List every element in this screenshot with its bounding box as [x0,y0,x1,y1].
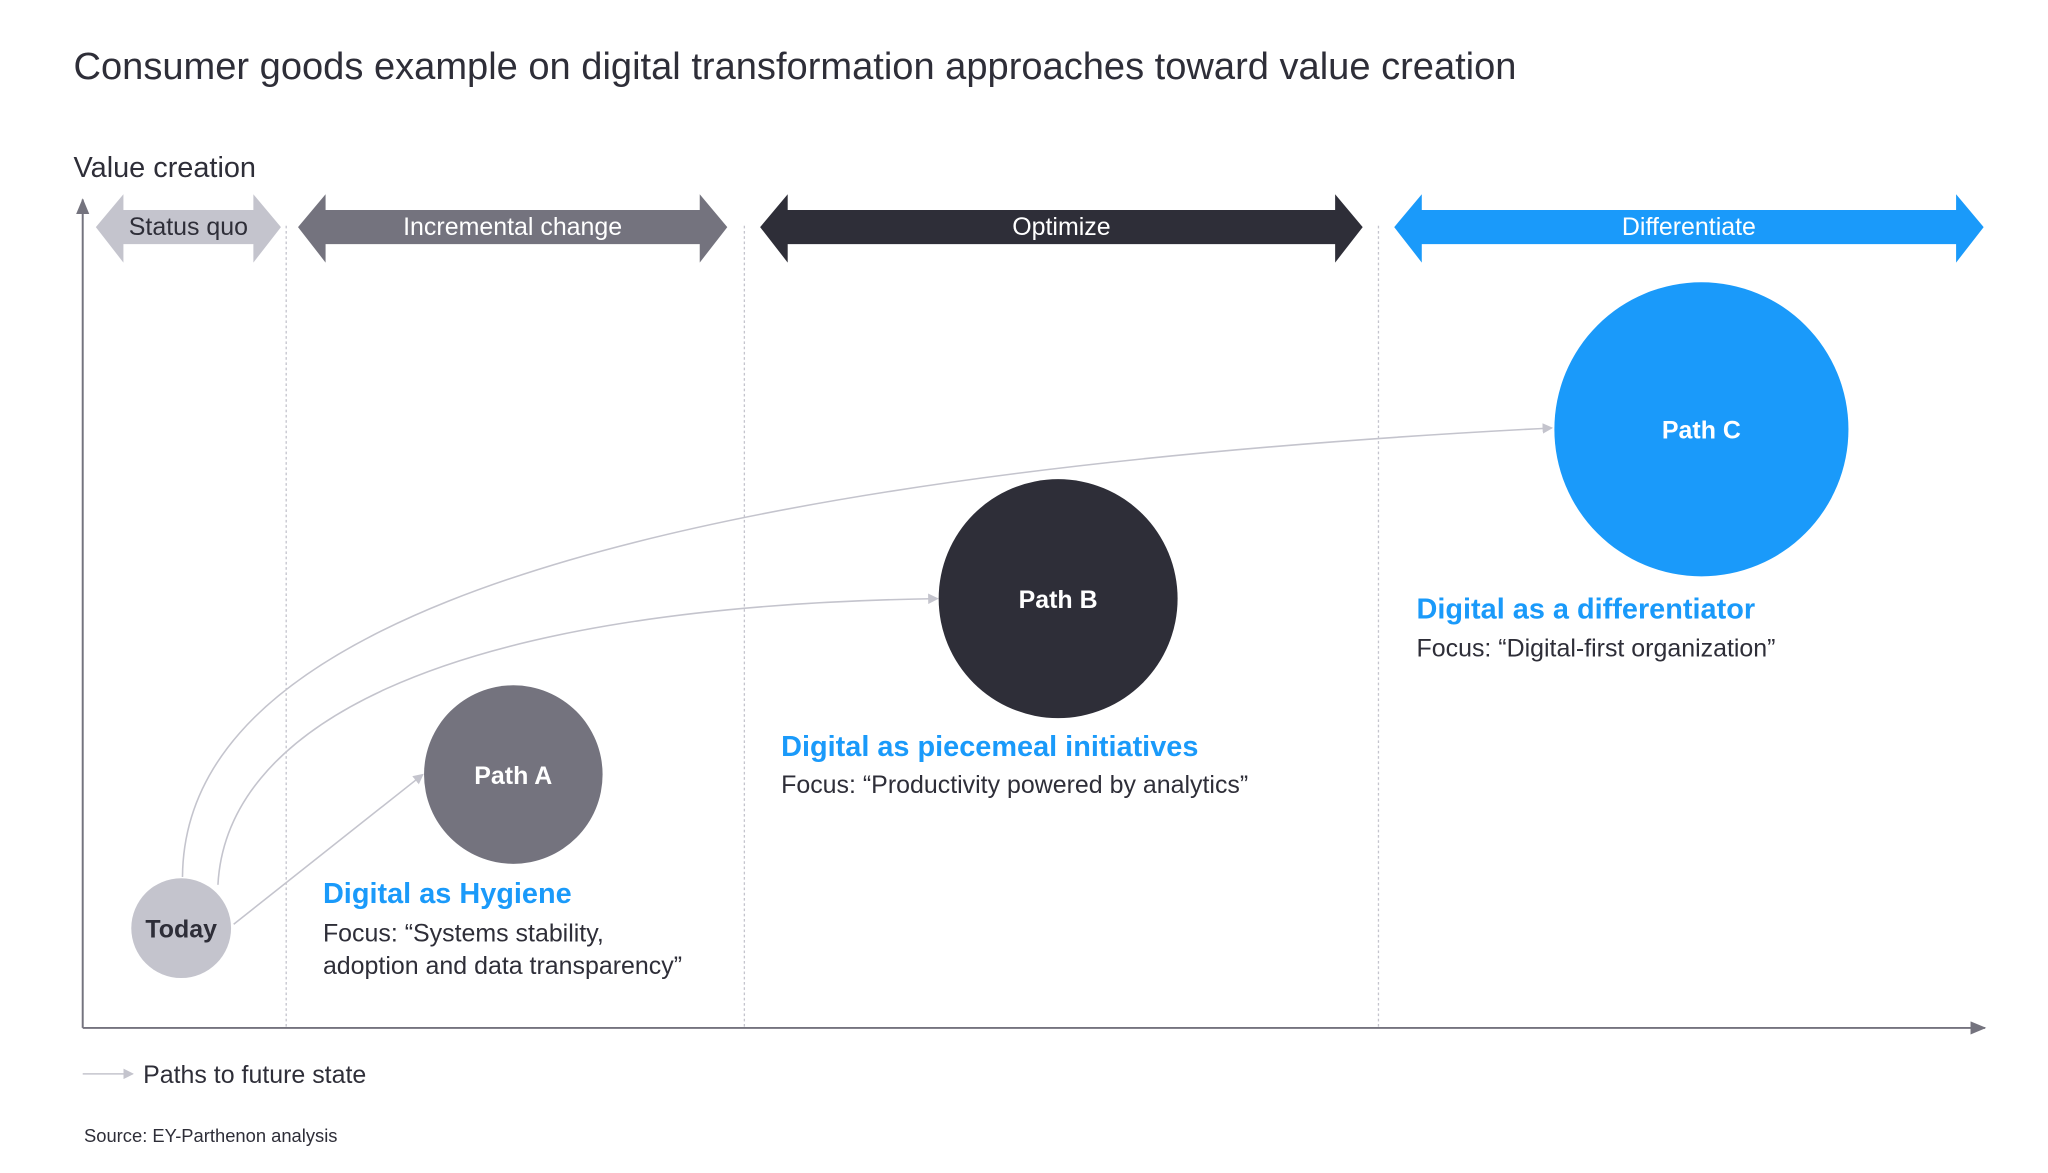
today-circle [131,878,232,979]
path-c-heading: Digital as a differentiator [1417,593,1756,625]
path-a-label: Path A [474,762,552,790]
band-label-incremental-change: Incremental change [403,213,622,241]
band-label-differentiate: Differentiate [1622,213,1756,241]
path-c-circle [1554,282,1849,577]
path-c-focus: Focus: “Digital-first organization” [1417,634,1776,662]
path-b-circle [938,479,1178,719]
path-b-label: Path B [1019,586,1098,614]
path-a-heading: Digital as Hygiene [323,878,572,910]
path-a-focus-line1: Focus: “Systems stability, [323,919,604,947]
y-axis-label: Value creation [74,152,256,184]
band-dividers [285,225,1380,1028]
band-arrow-incremental-change [298,194,728,263]
band-arrow-status-quo [95,194,281,263]
source-note: Source: EY-Parthenon analysis [84,1125,337,1146]
path-a-circle [424,685,603,864]
path-a-focus-line2: adoption and data transparency” [323,952,682,980]
path-arrow-to-b [217,593,939,885]
band-label-status-quo: Status quo [129,213,248,241]
band-arrow-differentiate [1394,194,1984,263]
path-b-focus: Focus: “Productivity powered by analytic… [781,771,1248,799]
band-label-optimize: Optimize [1012,213,1110,241]
today-label: Today [145,915,217,943]
path-c-label: Path C [1662,416,1741,444]
band-arrow-optimize [760,194,1363,263]
legend-label: Paths to future state [143,1061,366,1089]
path-arrow-to-c [181,423,1554,877]
chart-title: Consumer goods example on digital transf… [74,46,1517,88]
path-b-heading: Digital as piecemeal initiatives [781,731,1198,763]
path-arrow-to-a [233,773,424,925]
